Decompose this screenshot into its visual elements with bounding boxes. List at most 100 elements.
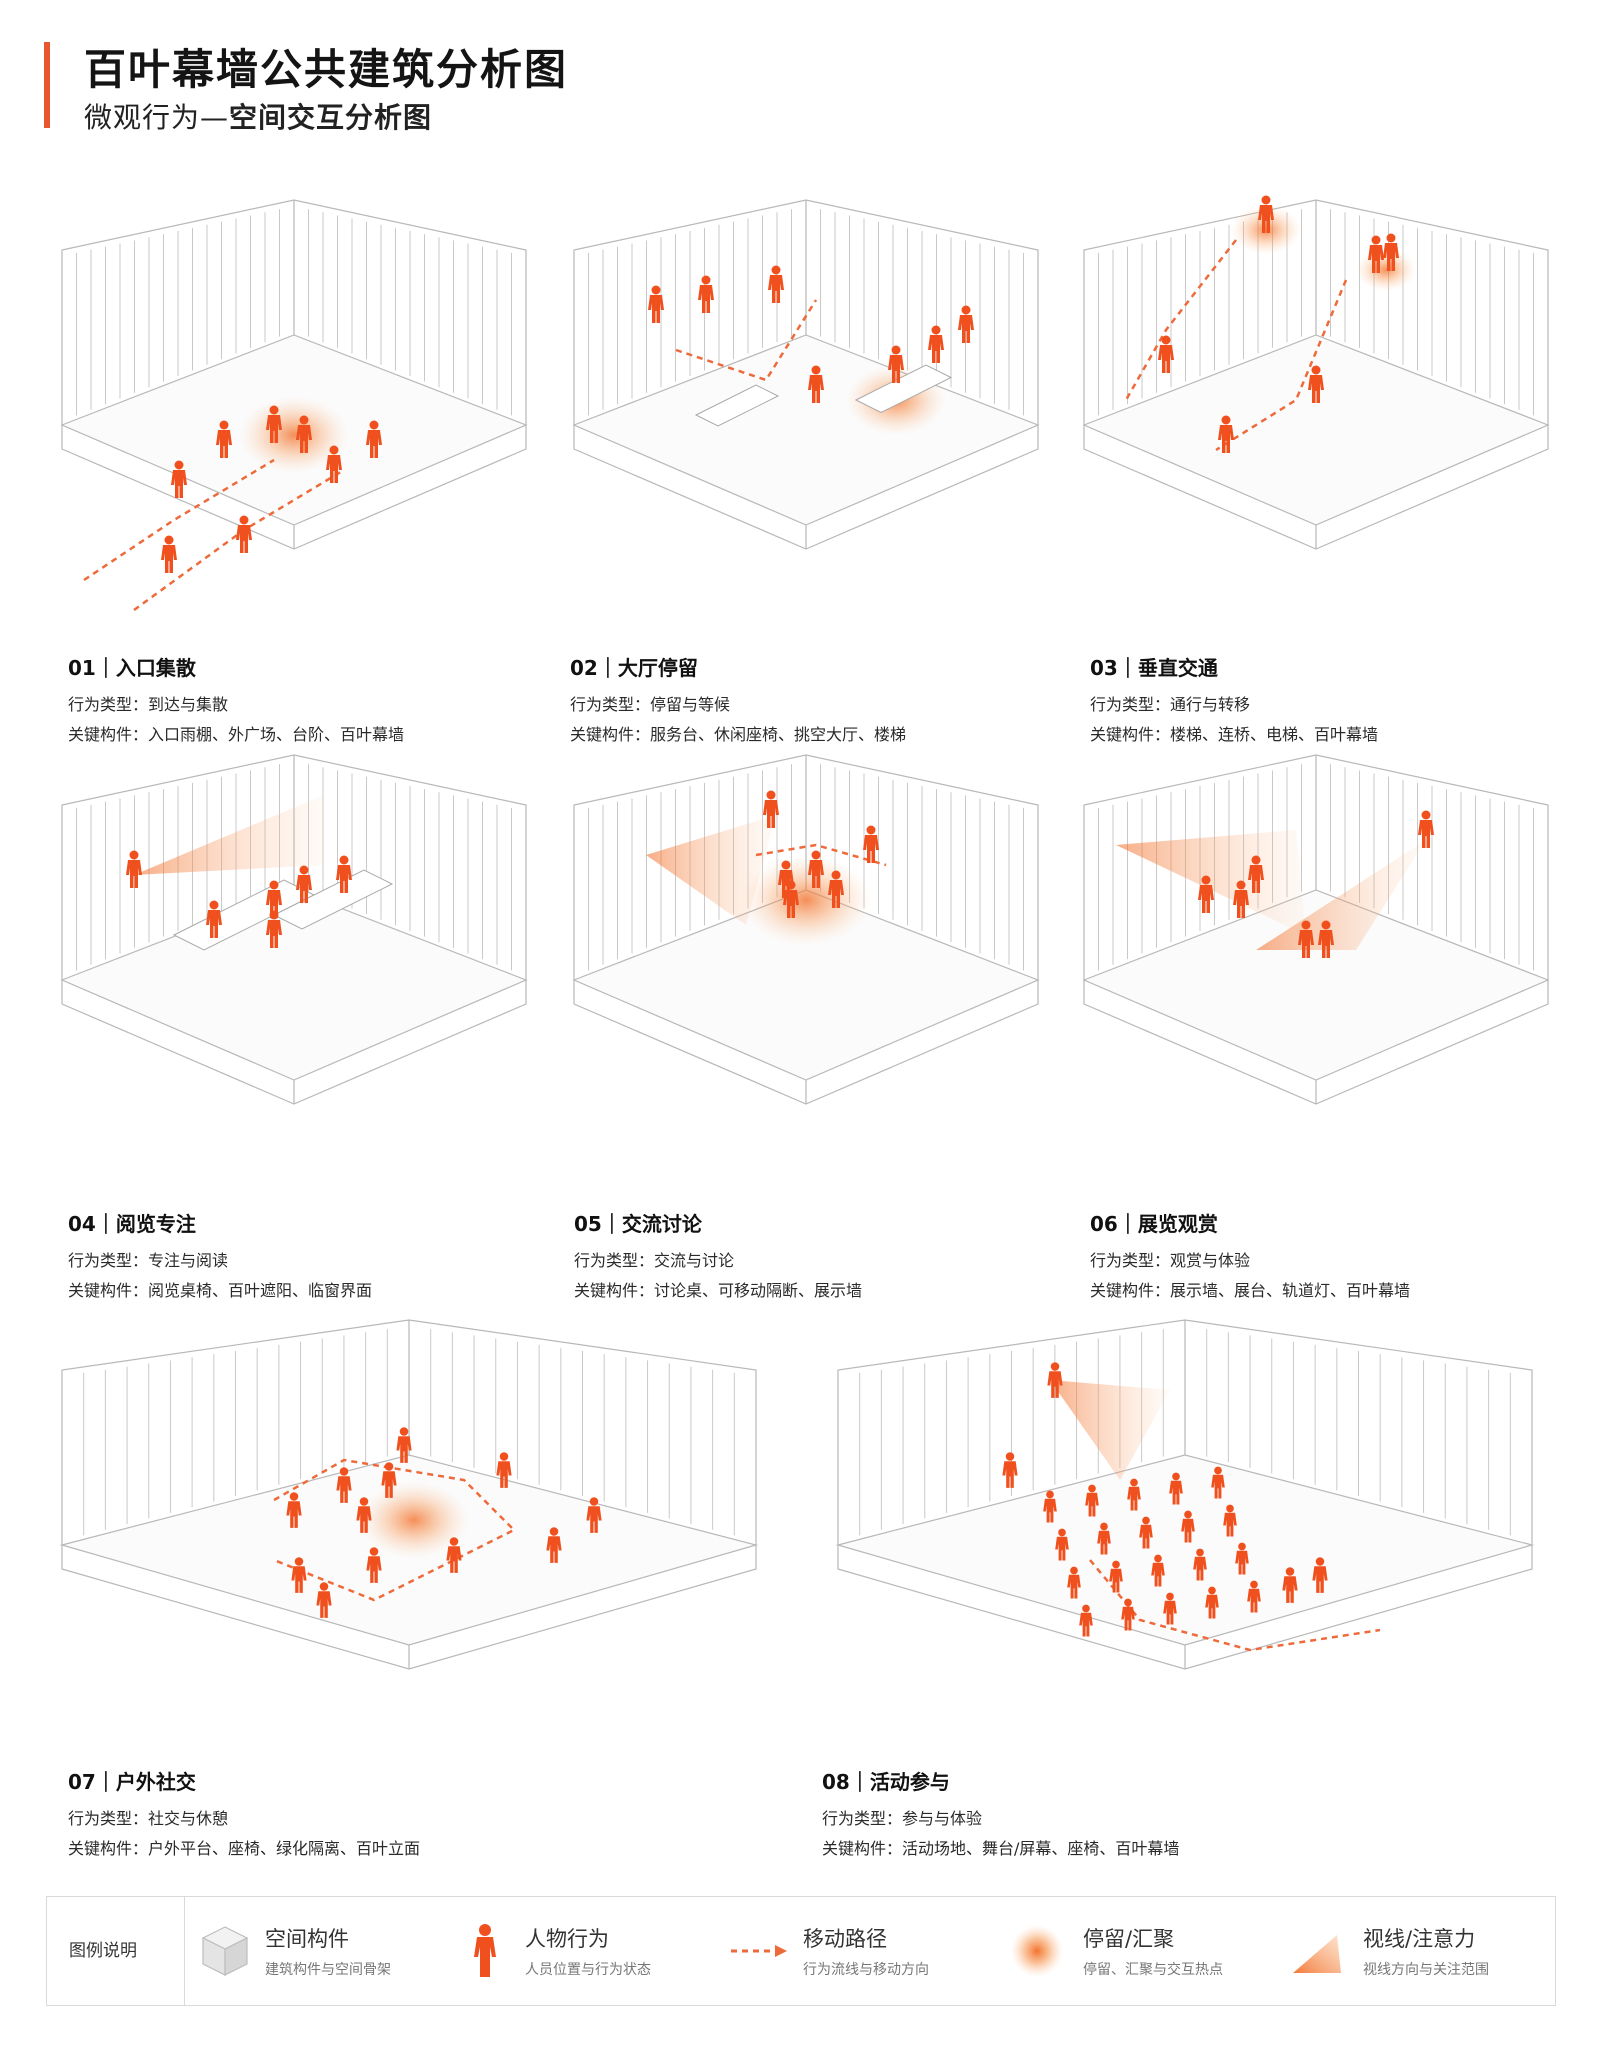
caption-08-components: 关键构件：活动场地、舞台/屏幕、座椅、百叶幕墙	[822, 1839, 1180, 1858]
panel-lobby-diagram	[556, 150, 1056, 650]
person-figure	[698, 275, 714, 313]
furniture	[854, 364, 953, 414]
legend-sight-label: 视线/注意力	[1363, 1927, 1476, 1951]
louvre-facade	[588, 209, 1024, 416]
person-figure	[496, 1452, 512, 1488]
person-figure	[381, 1462, 397, 1498]
legend: 图例说明 空间构件 建筑构件与空间骨架 人物行为 人员位置与行为状态 移动路径 …	[46, 1896, 1556, 2006]
person-figure	[316, 1582, 332, 1618]
person-figure	[366, 1547, 382, 1583]
person-figure	[126, 850, 142, 888]
reading-drawing	[60, 754, 528, 1105]
person-figure	[808, 365, 824, 403]
caption-03: 03｜垂直交通 行为类型：通行与转移 关键构件：楼梯、连桥、电梯、百叶幕墙	[1090, 652, 1378, 745]
person-figure	[1193, 1548, 1207, 1581]
movement-path	[1215, 279, 1348, 452]
caption-04-behavior: 行为类型：专注与阅读	[68, 1251, 229, 1270]
caption-03-components: 关键构件：楼梯、连桥、电梯、百叶幕墙	[1090, 725, 1379, 744]
caption-07-components: 关键构件：户外平台、座椅、绿化隔离、百叶立面	[68, 1839, 421, 1858]
person-figure	[1181, 1510, 1195, 1543]
caption-02-title: 02｜大厅停留	[570, 656, 698, 680]
subtitle-bold: 空间交互分析图	[229, 101, 433, 134]
legend-title: 图例说明	[65, 1897, 185, 2005]
caption-08-behavior: 行为类型：参与与体验	[822, 1809, 983, 1828]
entrance-drawing	[60, 199, 528, 612]
person-figure	[1055, 1528, 1069, 1561]
panel-reading-diagram	[44, 705, 544, 1205]
furniture	[694, 384, 780, 427]
person-figure	[546, 1527, 562, 1563]
louvre-facade	[83, 1329, 735, 1536]
person-figure	[1151, 1554, 1165, 1587]
person-figure	[161, 535, 177, 573]
caption-07-title: 07｜户外社交	[68, 1770, 196, 1794]
caption-04-title: 04｜阅览专注	[68, 1212, 196, 1236]
sightline-cone	[1116, 830, 1306, 935]
person-figure	[1318, 920, 1334, 958]
cube-icon	[201, 1926, 249, 1976]
panel-entrance-diagram	[44, 150, 544, 650]
vertical-drawing	[1082, 195, 1550, 550]
legend-item-sight: 视线/注意力 视线方向与关注范围	[1287, 1915, 1547, 1989]
person-figure	[1211, 1466, 1225, 1499]
outdoor-drawing	[59, 1319, 759, 1670]
person-figure	[586, 1497, 602, 1533]
caption-05-components: 关键构件：讨论桌、可移动隔断、展示墙	[574, 1281, 863, 1300]
sightline-cone	[646, 815, 776, 925]
person-figure	[396, 1427, 412, 1463]
page-subtitle: 微观行为—空间交互分析图	[84, 96, 432, 136]
person-figure	[336, 855, 352, 893]
person-figure	[1079, 1604, 1093, 1637]
person-figure	[808, 850, 824, 888]
gather-glow	[1231, 205, 1301, 255]
person-figure	[336, 1467, 352, 1503]
movement-path	[273, 1458, 517, 1602]
panel-vertical-diagram	[1066, 150, 1566, 650]
person-figure	[296, 415, 312, 453]
panel-discussion-diagram	[556, 705, 1056, 1205]
panel-activity-diagram	[820, 1270, 1550, 1770]
person-figure	[1085, 1484, 1099, 1517]
gather-glow	[239, 396, 349, 474]
room-outline	[835, 1319, 1535, 1670]
caption-01-components: 关键构件：入口雨棚、外广场、台阶、百叶幕墙	[68, 725, 405, 744]
person-figure	[1235, 1542, 1249, 1575]
legend-component-label: 空间构件	[265, 1927, 349, 1951]
person-figure	[1223, 1504, 1237, 1537]
person-figure	[928, 325, 944, 363]
glow-icon	[1011, 1925, 1063, 1977]
person-figure	[768, 265, 784, 303]
legend-person-desc: 人员位置与行为状态	[525, 1962, 651, 1978]
legend-item-person: 人物行为 人员位置与行为状态	[457, 1915, 717, 1989]
person-figure	[1043, 1490, 1057, 1523]
person-figure	[291, 1557, 307, 1593]
sightline-cone	[1050, 1380, 1170, 1480]
movement-path	[83, 458, 275, 582]
gather-glow	[359, 1481, 469, 1559]
louvre-facade	[76, 209, 512, 416]
caption-01-title: 01｜入口集散	[68, 656, 196, 680]
legend-person-label: 人物行为	[525, 1927, 609, 1951]
discussion-drawing	[572, 754, 1040, 1105]
person-figure	[1258, 195, 1274, 233]
person-figure	[783, 880, 799, 918]
caption-05: 05｜交流讨论 行为类型：交流与讨论 关键构件：讨论桌、可移动隔断、展示墙	[574, 1208, 862, 1301]
person-figure	[1247, 1580, 1261, 1613]
person-figure	[356, 1497, 372, 1533]
person-figure	[1248, 855, 1264, 893]
person-figure	[266, 880, 282, 918]
person-figure	[1298, 920, 1314, 958]
person-figure	[1418, 810, 1434, 848]
legend-item-component: 空间构件 建筑构件与空间骨架	[197, 1915, 437, 1989]
person-figure	[1198, 875, 1214, 913]
person-figure	[286, 1492, 302, 1528]
legend-gather-label: 停留/汇聚	[1083, 1927, 1175, 1951]
person-figure	[1308, 365, 1324, 403]
legend-gather-desc: 停留、汇聚与交互热点	[1083, 1962, 1223, 1978]
room-outline	[1082, 199, 1550, 550]
sightline-icon	[1293, 1935, 1341, 1973]
person-figure	[1218, 415, 1234, 453]
person-figure	[366, 420, 382, 458]
caption-01: 01｜入口集散 行为类型：到达与集散 关键构件：入口雨棚、外广场、台阶、百叶幕墙	[68, 652, 404, 745]
activity-drawing	[835, 1319, 1535, 1670]
